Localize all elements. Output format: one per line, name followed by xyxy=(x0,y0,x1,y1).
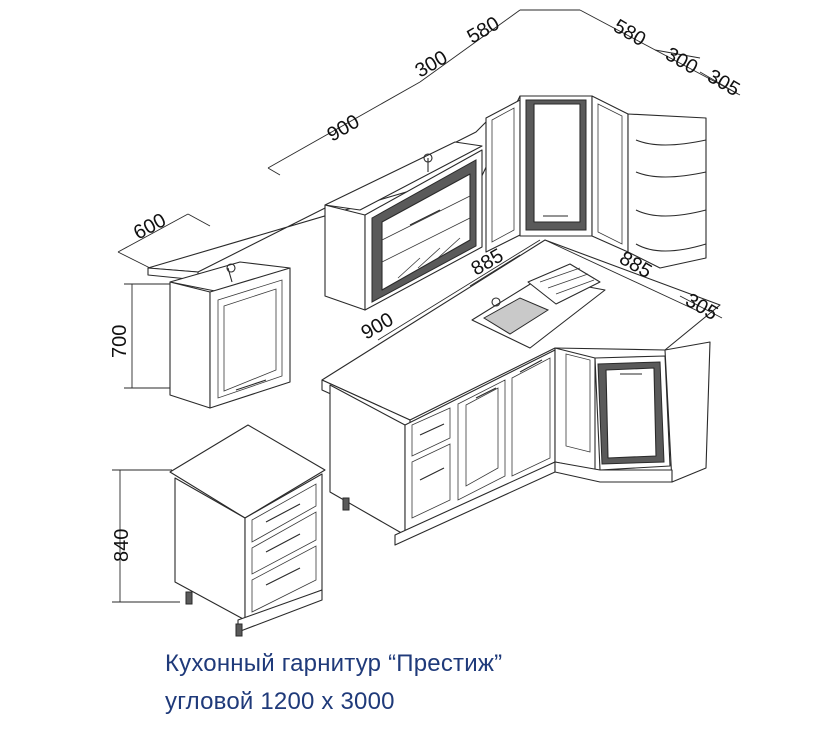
dim-line xyxy=(267,81,421,169)
wall-cabinet-left-side xyxy=(169,281,211,409)
wall-cabinet-narrow-door xyxy=(491,107,515,243)
dim-ext xyxy=(267,167,281,176)
glass-reflection xyxy=(417,247,441,269)
wall-cabinet-glass-top xyxy=(324,141,483,211)
drainer-rib xyxy=(555,279,595,295)
dim-ext xyxy=(654,49,701,59)
dim-wall-shelf: 305 xyxy=(704,65,744,101)
dim-wall-height: 700 xyxy=(109,325,131,358)
handle-icon xyxy=(519,359,543,373)
dim-line xyxy=(544,239,701,313)
handle-icon xyxy=(475,387,497,399)
dim-wall-corner-a: 300 xyxy=(412,47,452,83)
dim-wall-depth: 600 xyxy=(130,209,170,244)
handle-icon xyxy=(419,423,445,436)
base-door-1 xyxy=(457,379,506,501)
drainer-rib xyxy=(539,267,581,283)
drawer-cabinet-top xyxy=(169,424,326,519)
base-corner-door-panel xyxy=(605,367,657,459)
wall-cabinet-left-door-inner xyxy=(223,288,277,392)
wall-cabinet-right-door xyxy=(597,103,623,245)
base-drawer-bottom xyxy=(411,443,451,519)
dim-wall-corner-b: 580 xyxy=(464,13,504,49)
leg-icon xyxy=(235,623,243,637)
handle-icon xyxy=(265,503,301,523)
end-shelf-curve xyxy=(635,209,707,217)
dim-wall-run: 900 xyxy=(324,111,364,147)
wall-cabinets xyxy=(147,95,707,409)
dim-line xyxy=(679,295,723,319)
mount-icon xyxy=(226,263,236,273)
handle-icon xyxy=(409,209,441,226)
wall-cabinet-right xyxy=(591,95,629,253)
handle-icon xyxy=(419,467,445,481)
dim-line xyxy=(377,239,541,341)
dim-line xyxy=(419,9,521,83)
base-door-1-inner xyxy=(465,387,499,487)
leg-icon xyxy=(185,591,193,605)
base-cabinets xyxy=(321,239,721,546)
dim-wall-corner-d: 300 xyxy=(662,43,702,79)
dim-wall-corner-c: 580 xyxy=(610,15,650,51)
base-drawer-top xyxy=(411,407,451,457)
base-corner-door xyxy=(565,353,591,453)
caption-title: Кухонный гарнитур “Престиж” xyxy=(165,650,503,677)
dim-line xyxy=(117,213,189,253)
drawer-2 xyxy=(251,511,317,575)
mount-icon xyxy=(423,153,433,163)
wall-cabinet-glass-pane xyxy=(381,173,471,291)
dimension-lines xyxy=(112,9,741,603)
dim-line xyxy=(579,9,741,96)
glass-reflection xyxy=(437,237,461,259)
dim-line xyxy=(469,254,521,287)
wall-cabinet-corner-panel xyxy=(533,103,581,223)
base-corner-plinth xyxy=(554,461,673,483)
end-shelf-curve xyxy=(635,243,707,252)
handle-icon xyxy=(265,567,301,586)
glass-shelf xyxy=(381,195,471,241)
handle-icon xyxy=(265,533,301,553)
drawer-cabinet xyxy=(169,424,326,637)
wall-cabinet-left-door xyxy=(217,279,283,399)
glass-reflection xyxy=(397,257,421,279)
faucet-icon xyxy=(491,297,501,307)
dim-ext xyxy=(187,213,211,227)
dim-ext xyxy=(699,71,739,95)
glass-shelf xyxy=(381,217,471,263)
wall-end-shelf xyxy=(627,113,707,269)
dim-ext xyxy=(117,251,151,269)
dim-base-height: 840 xyxy=(111,529,133,562)
base-end-shelf xyxy=(664,341,711,483)
base-door-2 xyxy=(511,357,551,477)
sink-drainer xyxy=(527,263,601,305)
drawer-1 xyxy=(251,483,317,543)
caption-subtitle: угловой 1200 х 3000 xyxy=(165,688,395,715)
mount-icon xyxy=(227,267,233,283)
sink-bowl xyxy=(483,297,550,335)
wall-cabinet-narrow xyxy=(485,99,521,253)
end-shelf-curve xyxy=(635,171,707,178)
wall-cabinet-left-front xyxy=(209,267,291,409)
handle-icon xyxy=(235,379,267,391)
leg-icon xyxy=(342,497,350,511)
drawer-3 xyxy=(251,545,317,613)
wall-cabinet-glass-side xyxy=(324,204,366,311)
end-shelf-curve xyxy=(635,139,707,146)
drainer-rib xyxy=(547,273,589,289)
